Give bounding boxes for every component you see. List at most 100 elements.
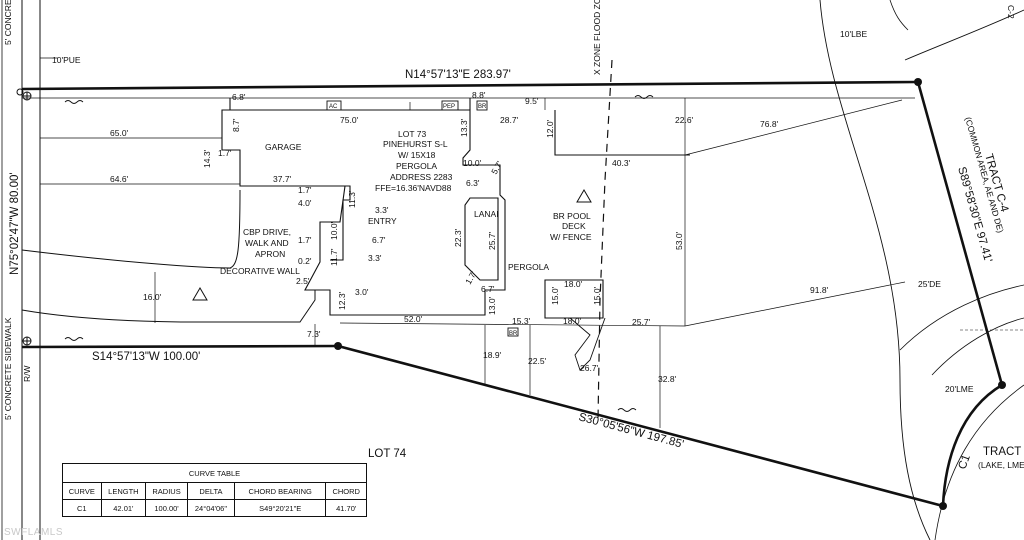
dim-label: 2.5': [296, 276, 310, 286]
dim-label: 14.3': [202, 149, 212, 168]
curve-table-title: CURVE TABLE: [62, 463, 367, 483]
dim-label: 1.7': [298, 235, 312, 245]
pool-deck-2: DECK: [562, 221, 586, 231]
lme-label: 20'LME: [945, 384, 974, 394]
lot-line-6: FFE=16.36'NAVD88: [375, 183, 452, 193]
pool-deck-1: BR POOL: [553, 211, 591, 221]
equipment-boxes: [326, 100, 519, 337]
dim-label: 0.2': [298, 256, 312, 266]
dim-label: 22.6': [675, 115, 694, 125]
rw-label: R/W: [22, 365, 32, 382]
dim-label: 8.7': [231, 118, 241, 132]
curve-table-header: DELTA: [186, 482, 235, 500]
dim-label: 4.0': [298, 198, 312, 208]
dim-label: 40.3': [612, 158, 631, 168]
curve-cell: 100.00': [145, 499, 188, 517]
dim-label: 1.7': [218, 148, 232, 158]
lot-line-3: W/ 15X18: [398, 150, 436, 160]
ac-label: AC: [329, 104, 338, 110]
north-bearing: N14°57'13"E 283.97': [405, 69, 511, 81]
dim-label: 22.3': [453, 228, 463, 247]
curve-cell: 41.70': [325, 499, 367, 517]
dim-label: 15.3': [512, 316, 531, 326]
dim-label: 3.3': [375, 205, 389, 215]
curve-cell: S49°20'21"E: [233, 499, 327, 517]
curve-table-header: CHORD BEARING: [233, 482, 327, 500]
curve-table: CURVE TABLE CURVE LENGTH RADIUS DELTA CH…: [62, 463, 367, 517]
dim-label: 12.3': [337, 291, 347, 310]
lot-line-2: PINEHURST S-L: [383, 139, 448, 149]
pergola-label: PERGOLA: [508, 262, 549, 272]
dim-label: 25.7': [487, 231, 497, 250]
pool-deck-3: W/ FENCE: [550, 232, 592, 242]
dim-label: 65.0': [110, 128, 129, 138]
dim-label: 18.0': [563, 316, 582, 326]
lot-line-4: PERGOLA: [396, 161, 437, 171]
west-bearing: N75°02'47"W 80.00': [9, 172, 21, 275]
easement-lines: [22, 0, 1024, 540]
lot74-label: LOT 74: [368, 448, 407, 460]
lot-line-5: ADDRESS 2283: [390, 172, 453, 182]
dim-label: 6.3': [466, 178, 480, 188]
dim-label: 22.5': [528, 356, 547, 366]
br-label-bottom: BR: [509, 331, 518, 337]
boundary-corners: [334, 78, 1006, 510]
dim-label: 32.8': [658, 374, 677, 384]
dim-label: 75.0': [340, 115, 359, 125]
curve-cell: C1: [62, 499, 102, 517]
south-bearing: S14°57'13"W 100.00': [92, 351, 200, 363]
c1-label: C1: [957, 453, 973, 471]
cbp-drive-2: WALK AND: [245, 238, 289, 248]
dim-label: 1.7': [298, 185, 312, 195]
dim-label: 91.8': [810, 285, 829, 295]
dim-label: 18.9': [483, 350, 502, 360]
dim-label: 3.3': [368, 253, 382, 263]
dim-label: 53.0': [674, 231, 684, 250]
southeast-bearing: S30°05'56"W 197.85': [577, 411, 685, 451]
dim-label: 5.7': [489, 159, 505, 176]
dim-label: 76.8': [760, 119, 779, 129]
decorative-wall-label: DECORATIVE WALL: [220, 266, 300, 276]
lanai-label: LANAI: [474, 209, 499, 219]
pep-label: PEP: [443, 104, 455, 110]
dim-label: 9.5': [525, 96, 539, 106]
dim-label: 8.8': [472, 90, 486, 100]
curve-table-header: CURVE: [62, 482, 102, 500]
wave-marks: [64, 95, 654, 412]
dim-label: 13.3': [459, 118, 469, 137]
dim-label: 6.8': [232, 92, 246, 102]
dim-label: 52.0': [404, 314, 423, 324]
dim-label: 11.7': [329, 248, 339, 266]
dim-label: 25.7': [632, 317, 651, 327]
flood-zone-label: X ZONE FLOOD ZONE AH: [592, 0, 602, 75]
dim-label: 64.6': [110, 174, 129, 184]
dim-label: 13.0': [487, 296, 497, 315]
table-row: C1 42.01' 100.00' 24°04'06" S49°20'21"E …: [62, 499, 367, 517]
cbp-drive-3: APRON: [255, 249, 285, 259]
survey-monuments: [16, 88, 32, 346]
warning-triangles: [192, 189, 592, 301]
curve-cell: 24°04'06": [186, 499, 235, 517]
dim-label: 18.0': [564, 279, 583, 289]
flood-zone-line: [597, 59, 613, 421]
cbp-drive-1: CBP DRIVE,: [243, 227, 291, 237]
dimension-lines: [40, 98, 906, 428]
entry-label: ENTRY: [368, 216, 397, 226]
dim-label: 11.3': [347, 190, 357, 208]
text-layer: N14°57'13"E 283.97' S14°57'13"W 100.00' …: [3, 0, 1024, 471]
lot-boundary: [21, 80, 1004, 508]
dim-label: 3.0': [355, 287, 369, 297]
dim-label: 6.7': [372, 235, 386, 245]
dim-label: 37.7': [273, 174, 292, 184]
dim-label: 10.0': [329, 221, 339, 240]
lot-line-1: LOT 73: [398, 129, 426, 139]
concrete-top: 5' CONCRETE: [3, 0, 13, 45]
curve-table-header-row: CURVE LENGTH RADIUS DELTA CHORD BEARING …: [62, 482, 367, 500]
dim-label: 1.7': [463, 269, 479, 286]
curve-table-header: CHORD: [325, 482, 367, 500]
dim-label: 16.0': [143, 292, 162, 302]
dim-label: 6.7': [481, 284, 495, 294]
lbe-label: 10'LBE: [840, 29, 867, 39]
tract-right-label: TRACT: [983, 446, 1021, 458]
curve-cell: 42.01': [100, 499, 147, 517]
